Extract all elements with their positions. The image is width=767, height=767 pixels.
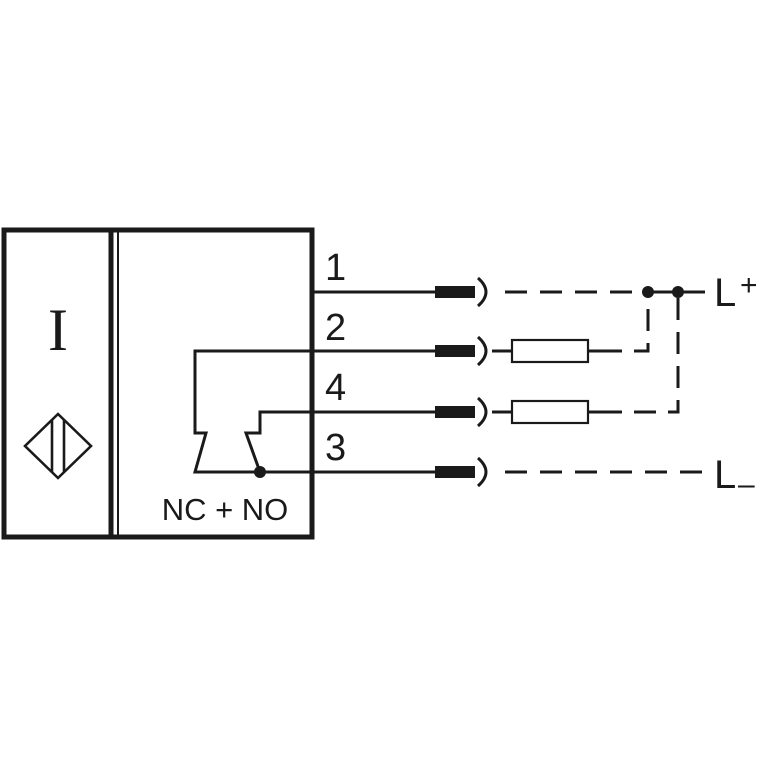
- svg-text:–: –: [738, 468, 755, 501]
- pin-3-number: 3: [325, 427, 346, 469]
- housing-outline: [1, 227, 315, 540]
- contact-type-label: NC + NO: [162, 492, 289, 527]
- nc-contact-wire: [193, 349, 435, 474]
- plug-pin-2: [435, 335, 488, 367]
- plug-pin-3: [435, 456, 488, 488]
- pin-4-number: 4: [325, 367, 346, 409]
- sensor-type-letter: I: [48, 297, 68, 363]
- pin-wires: [260, 290, 435, 474]
- connector-plugs: [435, 276, 488, 488]
- plug-pin-1: [435, 276, 488, 308]
- junction-dot-2: [672, 286, 684, 298]
- sensor-housing: [1, 227, 315, 540]
- plug-pin-4: [435, 396, 488, 428]
- load-resistor-pin-4: [510, 399, 590, 425]
- switch-contacts: [193, 349, 435, 478]
- pin-2-number: 2: [325, 307, 346, 349]
- supply-positive-label: L +: [714, 269, 758, 315]
- external-wiring: [505, 286, 705, 474]
- pin-1-number: 1: [325, 247, 346, 289]
- svg-text:L: L: [714, 453, 736, 497]
- load-resistor-pin-2: [510, 338, 590, 364]
- svg-text:L: L: [714, 271, 736, 315]
- inductive-sensor-diamond-icon: [23, 412, 93, 480]
- no-contact-wire: [243, 410, 435, 473]
- pin-2-load-return: [600, 292, 650, 353]
- supply-negative-label: L –: [714, 453, 755, 501]
- load-resistors: [492, 338, 600, 425]
- pin-4-load-return: [600, 292, 680, 414]
- svg-text:+: +: [740, 269, 758, 302]
